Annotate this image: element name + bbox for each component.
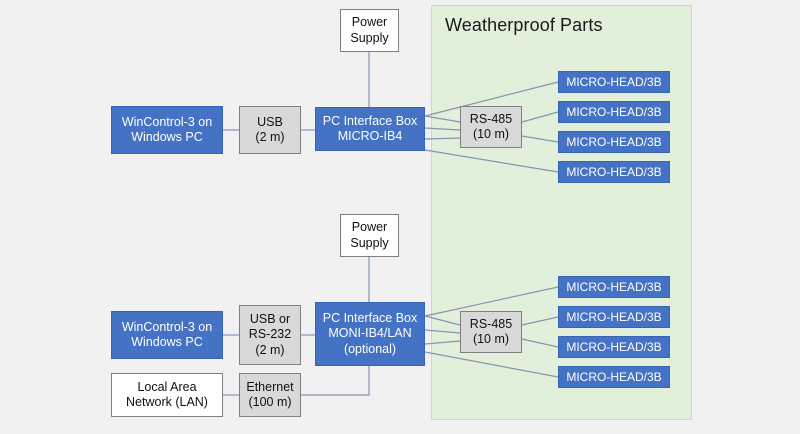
pc-cable-micro-ib4-line: (2 m) <box>255 130 285 144</box>
power-supply-micro-ib4-line: Power <box>351 15 388 30</box>
wincontrol-pc-moni-ib4-lan-line: WinControl-3 on <box>121 319 213 334</box>
wincontrol-pc-moni-ib4-lan-line: Windows PC <box>131 335 203 349</box>
micro-head-moni-ib4-lan-4: MICRO-HEAD/3B <box>558 366 670 388</box>
local-area-network-moni-ib4-lan-line: Local Area <box>137 379 197 394</box>
ethernet-cable-moni-ib4-lan: Ethernet(100 m) <box>239 373 301 417</box>
pc-interface-box-moni-ib4-lan-line: PC Interface Box <box>322 311 418 326</box>
micro-head-micro-ib4-1-line: MICRO-HEAD/3B <box>566 74 662 89</box>
pc-cable-micro-ib4: USB(2 m) <box>239 106 301 154</box>
pc-cable-micro-ib4-line: USB <box>257 114 283 129</box>
pc-interface-box-moni-ib4-lan-line: (optional) <box>343 341 397 356</box>
link-ethernet-to-moni <box>301 366 370 396</box>
micro-head-micro-ib4-3: MICRO-HEAD/3B <box>558 131 670 153</box>
pc-cable-moni-ib4-lan-line: RS-232 <box>248 327 292 342</box>
micro-head-micro-ib4-1: MICRO-HEAD/3B <box>558 71 670 93</box>
rs485-bus-micro-ib4-line: (10 m) <box>472 127 510 141</box>
rs485-bus-micro-ib4: RS-485(10 m) <box>460 106 522 148</box>
power-supply-moni-ib4-lan-line: Power <box>351 220 388 235</box>
ethernet-cable-moni-ib4-lan-line: Ethernet <box>246 379 294 394</box>
weatherproof-parts-title: Weatherproof Parts <box>445 15 603 35</box>
micro-head-moni-ib4-lan-2-line: MICRO-HEAD/3B <box>566 309 662 324</box>
power-supply-micro-ib4-line: Supply <box>350 30 389 45</box>
wincontrol-pc-micro-ib4-line: WinControl-3 on <box>121 114 213 129</box>
local-area-network-moni-ib4-lan-line: Network (LAN) <box>126 395 208 409</box>
wincontrol-pc-micro-ib4-line: Windows PC <box>131 130 203 144</box>
micro-head-moni-ib4-lan-3: MICRO-HEAD/3B <box>558 336 670 358</box>
pc-interface-box-micro-ib4-line: PC Interface Box <box>322 113 418 128</box>
pc-interface-box-moni-ib4-lan-line: MONI-IB4/LAN <box>328 326 412 341</box>
micro-head-micro-ib4-4-line: MICRO-HEAD/3B <box>566 164 662 179</box>
power-supply-moni-ib4-lan-line: Supply <box>350 235 389 250</box>
rs485-bus-moni-ib4-lan-line: (10 m) <box>472 332 510 346</box>
pc-interface-box-micro-ib4-line: MICRO-IB4 <box>337 129 403 143</box>
rs485-bus-moni-ib4-lan-line: RS-485 <box>469 316 513 331</box>
pc-cable-moni-ib4-lan-line: (2 m) <box>255 342 285 357</box>
micro-head-moni-ib4-lan-2: MICRO-HEAD/3B <box>558 306 670 328</box>
rs485-bus-micro-ib4-line: RS-485 <box>469 111 513 126</box>
ethernet-cable-moni-ib4-lan-line: (100 m) <box>248 395 292 409</box>
micro-head-micro-ib4-3-line: MICRO-HEAD/3B <box>566 134 662 149</box>
micro-head-micro-ib4-2-line: MICRO-HEAD/3B <box>566 104 662 119</box>
micro-head-moni-ib4-lan-3-line: MICRO-HEAD/3B <box>566 339 662 354</box>
pc-cable-moni-ib4-lan-line: USB or <box>249 312 291 327</box>
micro-head-moni-ib4-lan-1-line: MICRO-HEAD/3B <box>566 279 662 294</box>
micro-head-micro-ib4-4: MICRO-HEAD/3B <box>558 161 670 183</box>
micro-head-moni-ib4-lan-1: MICRO-HEAD/3B <box>558 276 670 298</box>
micro-head-micro-ib4-2: MICRO-HEAD/3B <box>558 101 670 123</box>
micro-head-moni-ib4-lan-4-line: MICRO-HEAD/3B <box>566 369 662 384</box>
rs485-bus-moni-ib4-lan: RS-485(10 m) <box>460 311 522 353</box>
